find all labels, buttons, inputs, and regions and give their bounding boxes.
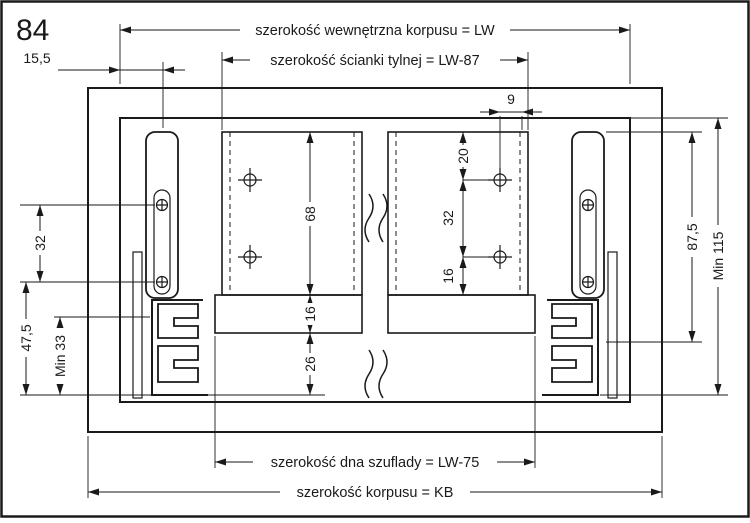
label-hole-edge: 9 bbox=[507, 91, 515, 107]
screw-marks bbox=[155, 198, 169, 289]
dim-back-panel-width: szerokość ścianki tylnej = LW-87 bbox=[222, 51, 528, 69]
dim-under-bottom: 26 bbox=[302, 333, 318, 395]
label-inner-width: szerokość wewnętrzna korpusu = LW bbox=[255, 23, 495, 39]
label-hole-bottom: 16 bbox=[440, 268, 456, 284]
dim-side-height: 68 bbox=[302, 132, 318, 295]
front-strip bbox=[132, 251, 143, 399]
label-hole-top: 20 bbox=[455, 148, 471, 164]
label-back-panel-width: szerokość ścianki tylnej = LW-87 bbox=[270, 53, 479, 69]
label-side-height: 68 bbox=[302, 206, 318, 222]
cabinet-outline bbox=[87, 87, 663, 433]
dim-hole-bottom: 16 bbox=[440, 257, 467, 295]
label-cabinet-width: szerokość korpusu = KB bbox=[297, 485, 454, 501]
dim-screw-spacing-left: 32 bbox=[32, 205, 48, 282]
label-screw-spacing-left: 32 bbox=[32, 235, 48, 251]
label-min-side-clearance: Min 33 bbox=[52, 335, 68, 377]
label-hole-spacing-right: 32 bbox=[440, 210, 456, 226]
dim-drawer-bottom-width: szerokość dna szuflady = LW-75 bbox=[215, 453, 535, 471]
label-drawer-bottom-width: szerokość dna szuflady = LW-75 bbox=[271, 455, 480, 471]
dim-front-hole-drop: 47,5 bbox=[18, 282, 34, 395]
drawer-half-left bbox=[132, 131, 363, 399]
dim-hole-edge: 9 bbox=[480, 91, 542, 116]
drawer-side-panel bbox=[145, 131, 179, 299]
page-number: 84 bbox=[16, 14, 49, 47]
dim-hole-top: 20 bbox=[455, 132, 471, 180]
dim-side-offset: 15,5 bbox=[23, 50, 185, 74]
back-wall-hole-marks bbox=[238, 168, 262, 269]
break-marks bbox=[364, 193, 388, 399]
label-side-offset: 15,5 bbox=[23, 50, 50, 66]
dim-min-side-clearance: Min 33 bbox=[52, 317, 68, 395]
dim-cabinet-width: szerokość korpusu = KB bbox=[88, 483, 662, 501]
dim-bottom-recess: 16 bbox=[302, 295, 318, 333]
dim-hole-spacing-right: 32 bbox=[440, 180, 467, 257]
drawer-bottom-panel bbox=[214, 294, 363, 334]
label-front-hole-drop: 47,5 bbox=[18, 324, 34, 351]
dim-back-height: 87,5 bbox=[684, 132, 700, 342]
drawer-side-slot bbox=[153, 189, 171, 295]
dim-min-installation-height: Min 115 bbox=[710, 118, 726, 395]
label-bottom-recess: 16 bbox=[302, 306, 318, 322]
label-min-installation-height: Min 115 bbox=[710, 231, 726, 280]
dim-inner-width: szerokość wewnętrzna korpusu = LW bbox=[120, 21, 630, 39]
label-under-bottom: 26 bbox=[302, 356, 318, 372]
label-back-height: 87,5 bbox=[684, 223, 700, 250]
